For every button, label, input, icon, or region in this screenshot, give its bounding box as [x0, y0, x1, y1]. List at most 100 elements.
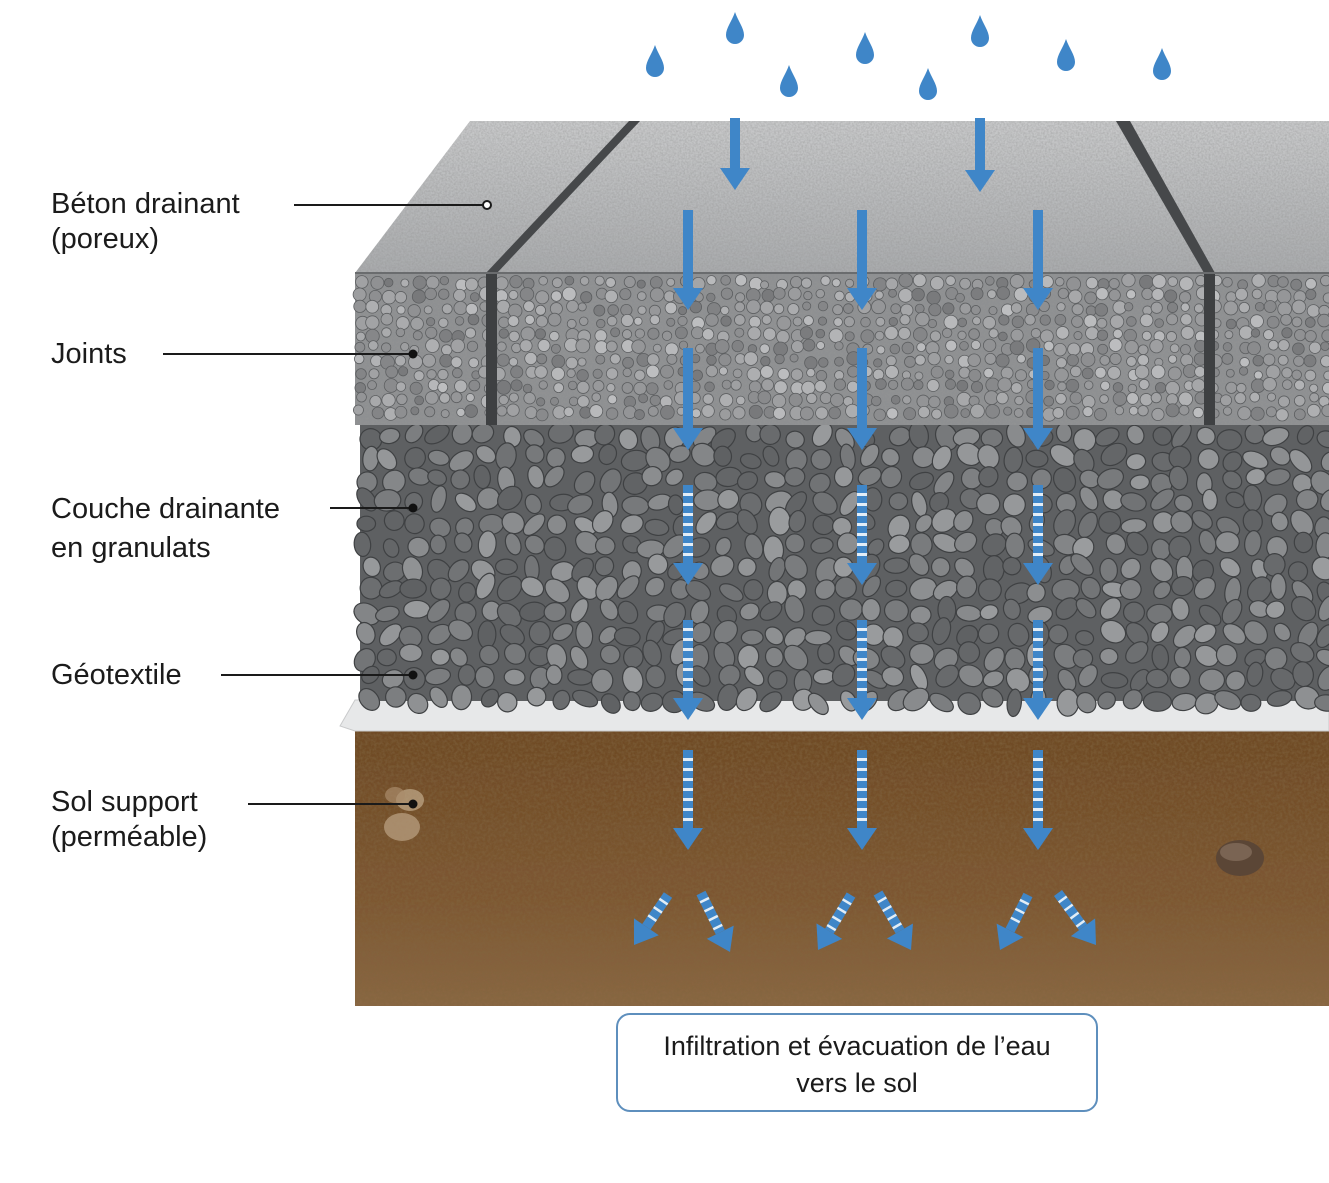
aggregate-stone: [1006, 688, 1023, 718]
paver-pebble: [1179, 276, 1194, 291]
aggregate-stone: [1026, 582, 1046, 603]
paver-pebble: [872, 368, 885, 381]
paver-pebble: [1071, 315, 1084, 328]
aggregate-stone: [426, 598, 451, 623]
aggregate-stone: [384, 686, 407, 708]
aggregate-stone: [1172, 624, 1197, 649]
paver-pebble: [799, 406, 814, 421]
paver-pebble: [759, 343, 770, 354]
aggregate-stone: [1316, 581, 1329, 605]
paver-pebble: [551, 343, 561, 354]
aggregate-stone: [1216, 429, 1243, 451]
aggregate-stone: [1193, 623, 1217, 644]
paver-pebble: [982, 338, 997, 353]
paver-pebble: [720, 275, 731, 286]
aggregate-stone: [715, 536, 732, 557]
aggregate-stone: [1171, 575, 1194, 597]
paver-pebble: [1290, 278, 1303, 291]
paver-pebble: [595, 354, 606, 365]
paver-pebble: [633, 381, 647, 396]
paver-pebble: [734, 314, 746, 326]
paver-pebble: [1096, 317, 1108, 329]
aggregate-stone: [480, 688, 500, 708]
paver-pebble: [466, 340, 479, 352]
paver-pebble: [496, 299, 511, 314]
paver-pebble: [1165, 403, 1180, 418]
paver-pebble: [354, 382, 367, 394]
paver-pebble: [623, 275, 636, 288]
paver-pebble: [1194, 365, 1206, 378]
aggregate-stone: [398, 643, 423, 663]
paver-pebble: [596, 318, 606, 329]
paver-pebble: [1108, 338, 1123, 352]
paver-pebble: [464, 327, 477, 339]
aggregate-stone: [430, 648, 451, 666]
down-arrow-icon: [965, 118, 995, 192]
paver-pebble: [1013, 408, 1024, 418]
aggregate-stone: [908, 553, 930, 576]
paver-pebble: [815, 369, 828, 382]
aggregate-stone: [620, 514, 644, 535]
aggregate-stone: [1246, 661, 1264, 687]
aggregate-stone: [807, 692, 829, 716]
aggregate-stone: [599, 644, 621, 665]
paver-pebble: [912, 273, 927, 288]
aggregate-stone: [1129, 474, 1150, 491]
aggregate-stone: [621, 665, 644, 694]
paver-pebble: [1128, 406, 1139, 416]
paver-pebble: [1293, 408, 1306, 421]
down-arrow-icon: [1023, 620, 1053, 720]
aggregate-stone: [1152, 426, 1173, 446]
aggregate-stone: [1198, 529, 1217, 555]
paver-pebble: [370, 275, 385, 290]
paver-pebble: [506, 403, 520, 417]
paver-pebble: [1253, 370, 1263, 380]
paver-pebble: [456, 407, 466, 417]
paver-pebble: [1225, 368, 1235, 378]
aggregate-stone: [735, 687, 758, 712]
aggregate-stone: [1270, 667, 1296, 691]
paver-pebble: [637, 305, 647, 315]
label-sol-line1: Sol support: [51, 786, 198, 818]
paver-pebble: [380, 312, 394, 326]
paver-pebble: [1320, 341, 1329, 352]
paver-pebble: [355, 275, 369, 289]
diagonal-arrow-icon: [873, 890, 913, 950]
paver-pebble: [771, 393, 787, 409]
soil-layer: [355, 730, 1329, 1006]
paver-pebble: [1139, 274, 1154, 290]
paver-pebble: [1043, 340, 1055, 352]
aggregate-stone: [598, 625, 618, 645]
paver-pebble: [1277, 354, 1289, 366]
aggregate-stone: [571, 557, 594, 583]
aggregate-stone: [353, 648, 376, 673]
paver-pebble: [1009, 340, 1025, 356]
paver-pebble: [903, 407, 917, 421]
paver-pebble: [1055, 357, 1067, 369]
paver-pebble: [1321, 404, 1329, 418]
paver-pebble: [1180, 344, 1191, 355]
aggregate-stone: [1311, 556, 1329, 581]
paver-pebble: [638, 393, 649, 404]
paver-pebble: [621, 329, 633, 340]
aggregate-stone: [784, 467, 806, 487]
paver-pebble: [577, 395, 590, 408]
paver-pebble: [536, 353, 548, 365]
paver-pebble: [760, 280, 769, 290]
paver-pebble: [633, 316, 643, 326]
aggregate-stone: [983, 646, 1005, 672]
aggregate-stone: [980, 428, 1004, 448]
paver-pebble: [649, 314, 661, 325]
aggregate-stone: [407, 692, 429, 715]
paver-pebble: [760, 356, 771, 367]
aggregate-stone: [1073, 427, 1097, 452]
paver-pebble: [995, 353, 1010, 368]
paver-pebble: [565, 356, 579, 370]
aggregate-stone: [572, 689, 599, 708]
aggregate-stone: [1049, 443, 1076, 468]
paver-pebble: [549, 302, 563, 316]
label-sol-line2: (perméable): [51, 821, 208, 853]
paver-pebble: [605, 407, 619, 420]
paver-pebble: [353, 299, 367, 313]
